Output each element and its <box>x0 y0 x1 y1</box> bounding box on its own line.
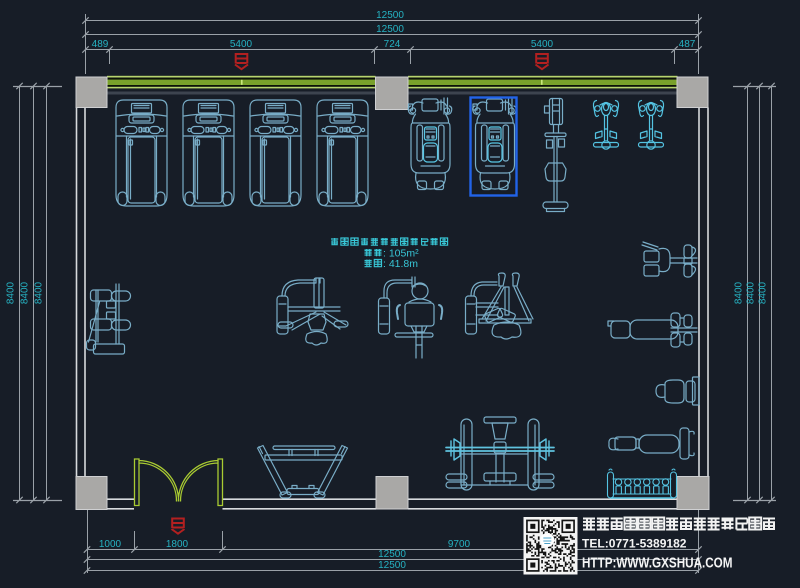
svg-text:12500: 12500 <box>376 10 404 21</box>
svg-text:: 105m²: : 105m² <box>383 248 419 260</box>
svg-text:8400: 8400 <box>34 281 45 304</box>
svg-text:12500: 12500 <box>376 24 404 35</box>
svg-text:9700: 9700 <box>448 539 471 550</box>
svg-text:8400: 8400 <box>758 281 769 304</box>
svg-text:12500: 12500 <box>378 560 406 571</box>
svg-text:724: 724 <box>384 39 401 50</box>
svg-text:5400: 5400 <box>531 39 554 50</box>
svg-text:1800: 1800 <box>166 539 189 550</box>
svg-text:8400: 8400 <box>734 281 745 304</box>
svg-text:HTTP:WWW.GXSHUA.COM: HTTP:WWW.GXSHUA.COM <box>582 556 733 572</box>
svg-text:8400: 8400 <box>20 281 31 304</box>
svg-text:1000: 1000 <box>99 539 122 550</box>
svg-text:: 41.8m: : 41.8m <box>383 258 418 270</box>
svg-text:TEL:0771-5389182: TEL:0771-5389182 <box>582 537 687 551</box>
svg-text:8400: 8400 <box>746 281 757 304</box>
svg-text:12500: 12500 <box>378 549 406 560</box>
svg-text:5400: 5400 <box>230 39 253 50</box>
svg-text:489: 489 <box>92 39 109 50</box>
svg-text:8400: 8400 <box>6 281 17 304</box>
svg-text:487: 487 <box>679 39 696 50</box>
